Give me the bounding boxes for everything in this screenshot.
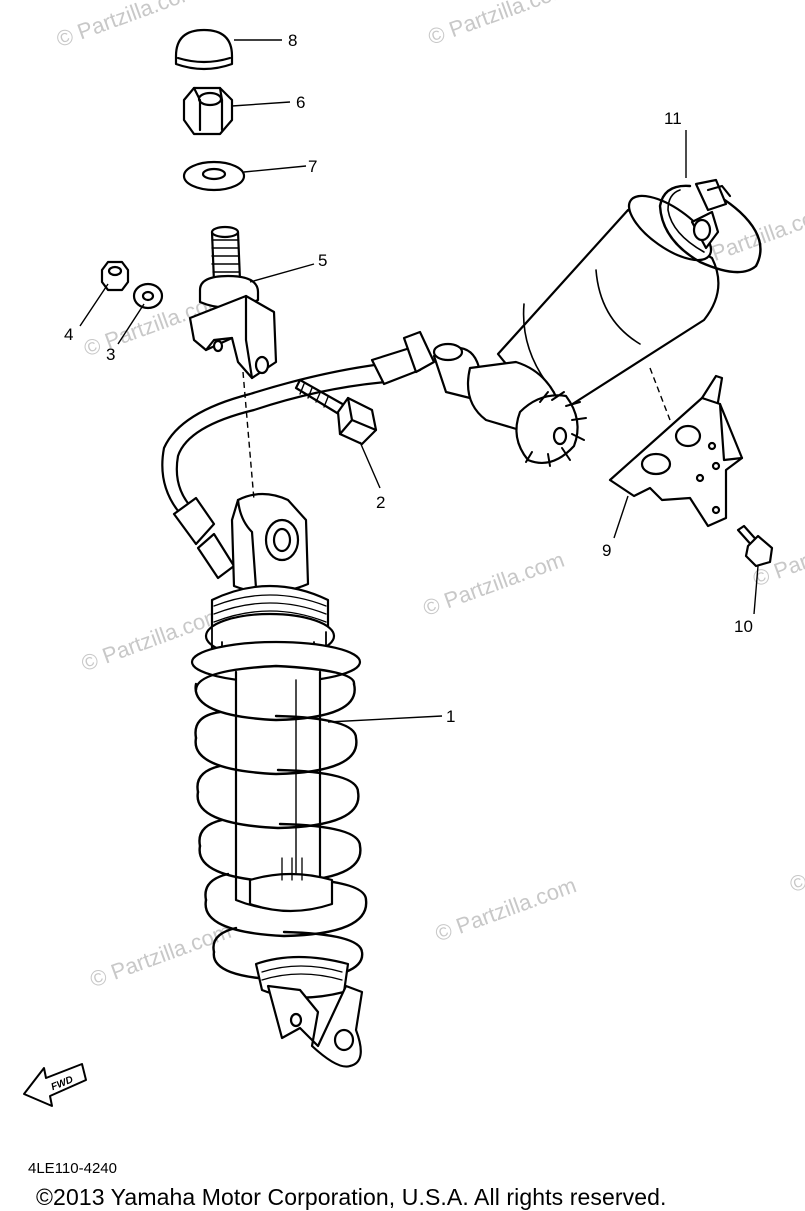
- callout-8: 8: [288, 31, 297, 50]
- hose-clamp-part: [658, 178, 762, 274]
- callout-7: 7: [308, 157, 317, 176]
- nut-upper-part: [182, 86, 234, 136]
- watermark: © Partzilla.com: [786, 823, 805, 897]
- callout-9: 9: [602, 541, 611, 560]
- nut-part: [100, 260, 130, 292]
- callout-4: 4: [64, 325, 73, 344]
- callout-10: 10: [734, 617, 753, 636]
- callout-1: 1: [446, 707, 455, 726]
- watermark: © Partzilla.com: [432, 872, 580, 946]
- copyright-notice: ©2013 Yamaha Motor Corporation, U.S.A. A…: [36, 1184, 667, 1210]
- callout-5: 5: [318, 251, 327, 270]
- leader-lines: [79, 39, 759, 723]
- watermark: © Partzilla.com: [87, 918, 235, 992]
- reservoir-bracket-part: [608, 374, 744, 528]
- callout-3: 3: [106, 345, 115, 364]
- watermark: © Partzilla.com: [420, 547, 568, 621]
- cap-part: [174, 28, 234, 71]
- reservoir-part: [432, 194, 720, 467]
- callout-6: 6: [296, 93, 305, 112]
- washer-part: [132, 282, 164, 310]
- screw-part: [736, 524, 774, 568]
- bolt-part: [294, 378, 378, 446]
- watermarks: © Partzilla.com © Partzilla.com © Partzi…: [53, 0, 805, 992]
- callout-2: 2: [376, 493, 385, 512]
- watermark: © Partzilla.com: [425, 0, 573, 50]
- diagram-part-code: 4LE110-4240: [28, 1160, 117, 1177]
- shock-absorber-part: [190, 492, 368, 1068]
- forward-arrow-icon: FWD: [23, 1063, 87, 1107]
- upper-bracket-part: [188, 225, 278, 380]
- washer-upper-part: [182, 160, 246, 192]
- callout-11: 11: [664, 109, 682, 128]
